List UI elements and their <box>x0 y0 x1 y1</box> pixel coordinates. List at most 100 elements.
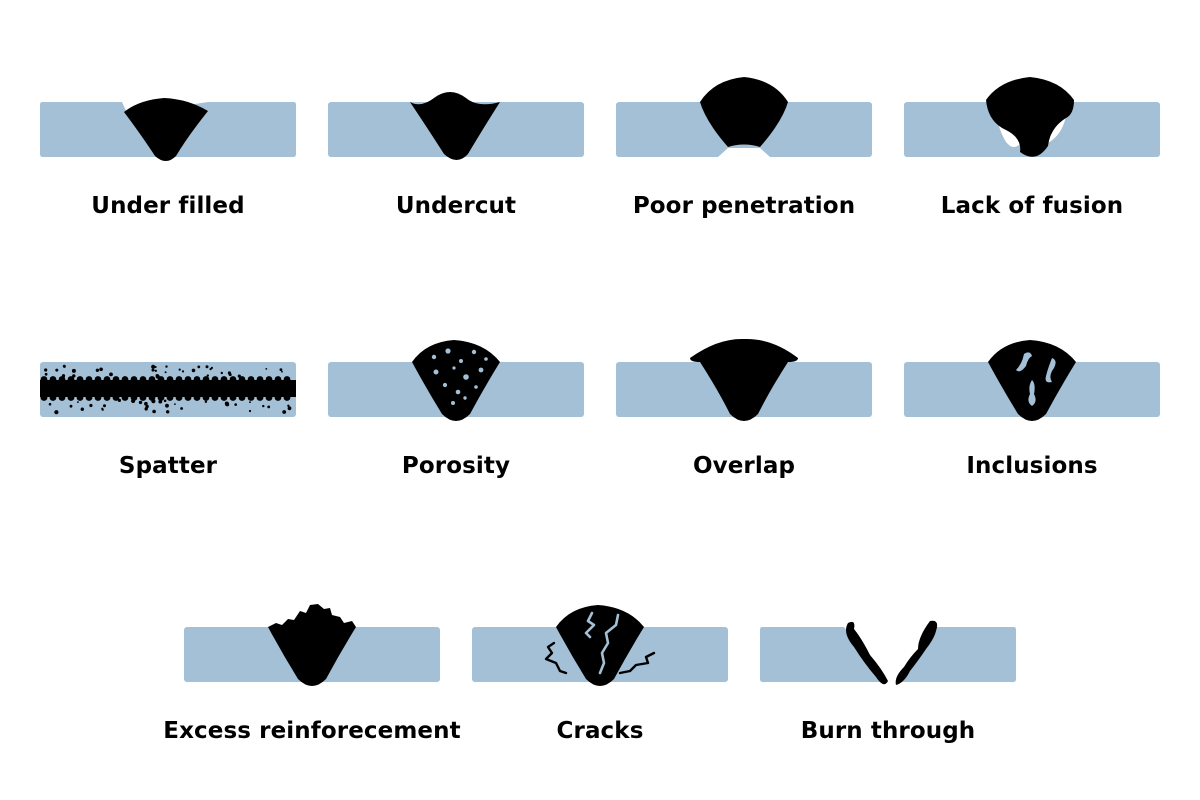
weld-bead <box>268 604 356 686</box>
defect-label: Excess reinforecement <box>163 718 461 744</box>
excess-reinforcement-illustration <box>184 604 440 686</box>
plate-cracks <box>544 641 656 675</box>
spatter-dot <box>249 401 251 404</box>
bead-ripple <box>283 376 291 383</box>
spatter-dot <box>101 408 104 411</box>
bead-ripple <box>193 376 201 383</box>
spatter-dot <box>248 409 252 413</box>
spatter-dot <box>103 404 106 408</box>
bead-ripple <box>40 394 48 401</box>
bead-ripple <box>67 394 75 401</box>
spatter-dot <box>281 370 283 373</box>
spatter-dot <box>154 369 157 372</box>
defect-under-filled: Under filled <box>38 80 298 220</box>
bead-ripple <box>157 376 165 383</box>
bead-ripple <box>49 376 57 383</box>
bead-ripple <box>94 376 102 383</box>
spatter-dot <box>138 400 143 405</box>
overlap-illustration <box>616 338 872 421</box>
bead-ripple <box>202 394 210 401</box>
defect-label: Spatter <box>118 453 218 479</box>
spatter-dot <box>234 403 237 406</box>
spatter-dot <box>89 403 93 408</box>
defect-poor-penetration: Poor penetration <box>614 77 874 220</box>
spatter-dot <box>151 364 156 369</box>
gas-pores <box>431 348 488 405</box>
bead-ripple <box>76 394 84 401</box>
bead-ripple <box>184 394 192 401</box>
spatter-dot <box>181 370 185 373</box>
weld-bead <box>986 77 1074 157</box>
bead-ripple <box>175 376 183 383</box>
bead-ripple <box>202 376 210 383</box>
bead-ripple <box>139 394 147 401</box>
bead-ripple <box>112 394 120 401</box>
weld-bead <box>556 605 644 686</box>
weld-bead <box>412 340 500 421</box>
bead-ripple <box>130 394 138 401</box>
spatter-dot <box>165 403 169 408</box>
bead-ripple <box>229 394 237 401</box>
bead-ripple <box>103 376 111 383</box>
spatter-dot <box>197 365 201 369</box>
lack-of-fusion-illustration <box>904 77 1160 157</box>
spatter-dot <box>71 368 76 373</box>
bead-ripple <box>256 394 264 401</box>
spatter-dot <box>144 401 148 406</box>
weld-bead <box>410 92 500 160</box>
spatter-dot <box>95 368 100 372</box>
weld-bead <box>40 380 296 397</box>
spatter-dot <box>69 404 73 408</box>
spatter-dot <box>210 366 213 369</box>
spatter-dot <box>80 407 84 411</box>
bead-ripple <box>193 394 201 401</box>
bead-ripple <box>283 394 291 401</box>
defect-label: Under filled <box>91 193 245 219</box>
defect-label: Lack of fusion <box>940 193 1124 219</box>
bead-ripple <box>67 376 75 383</box>
defect-label: Inclusions <box>966 453 1098 479</box>
defect-label: Burn through <box>800 718 976 744</box>
weld-bead <box>124 98 208 161</box>
defect-label: Porosity <box>401 453 511 479</box>
bead-ripple <box>76 376 84 383</box>
bead-ripple <box>229 376 237 383</box>
bead-ripple <box>166 394 174 401</box>
bead-ripple <box>40 376 48 383</box>
bead-ripple <box>85 394 93 401</box>
defect-label: Cracks <box>556 718 644 744</box>
spatter-illustration <box>40 362 296 417</box>
bead-ripple <box>148 376 156 383</box>
defect-label: Poor penetration <box>632 193 856 219</box>
defect-cracks: Cracks <box>470 605 730 745</box>
spatter-dot <box>228 373 232 377</box>
bead-ripple <box>139 376 147 383</box>
defect-porosity: Porosity <box>326 340 586 480</box>
burn-through-illustration <box>760 620 1016 685</box>
bead-ripple <box>247 394 255 401</box>
spatter-dot <box>279 368 283 371</box>
spatter-dot <box>267 405 271 409</box>
defect-excess-reinforcement: Excess reinforecement <box>163 604 461 745</box>
bead-ripple <box>238 376 246 383</box>
bead-ripple <box>274 376 282 383</box>
spatter-dot <box>204 400 208 403</box>
spatter-dot <box>262 404 265 408</box>
spatter-dot <box>178 368 181 371</box>
weld-bead <box>690 338 798 421</box>
bead-ripple <box>238 394 246 401</box>
bead-ripple <box>220 394 228 401</box>
bead-ripple <box>112 376 120 383</box>
bead-ripple <box>49 394 57 401</box>
defect-spatter: Spatter <box>38 340 298 480</box>
spatter-dot <box>191 368 196 373</box>
spatter-dot <box>180 407 184 410</box>
bead-ripple <box>148 394 156 401</box>
bead-ripple <box>184 376 192 383</box>
bead-ripple <box>121 376 129 383</box>
bead-ripple <box>256 376 264 383</box>
spatter-dot <box>288 407 291 410</box>
porosity-illustration <box>328 340 584 421</box>
bead-ripple <box>166 376 174 383</box>
